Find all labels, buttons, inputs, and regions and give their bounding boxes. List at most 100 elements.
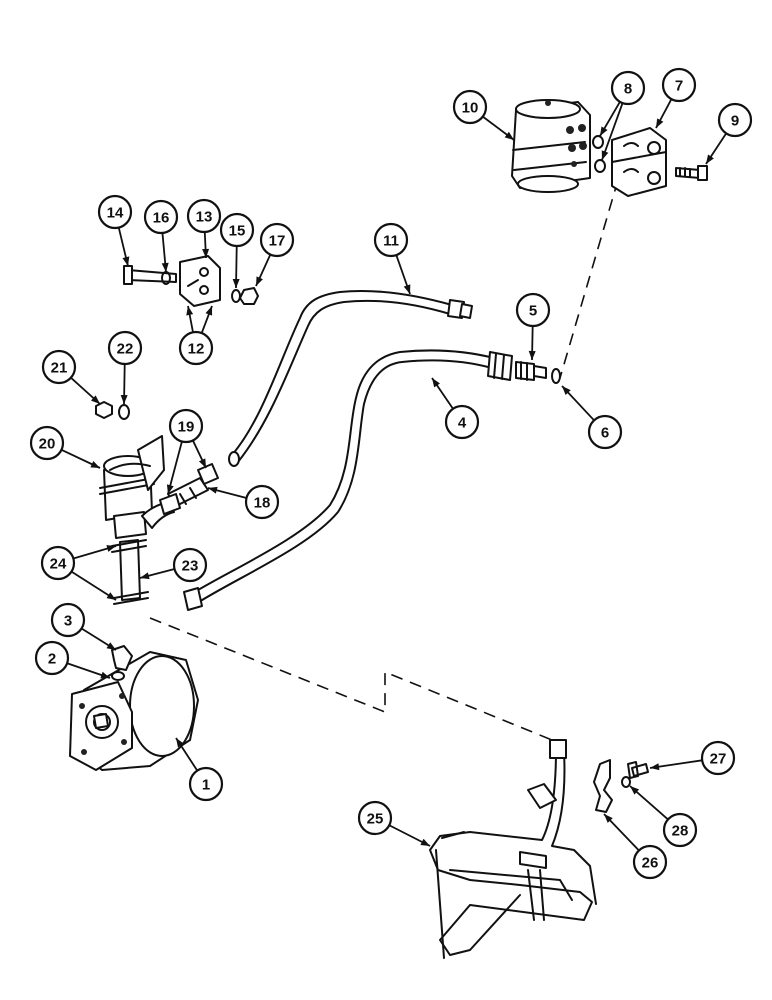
leader-arrow-24 bbox=[106, 592, 116, 600]
washer-22 bbox=[118, 404, 130, 420]
callout-24: 24 bbox=[40, 545, 76, 581]
leader-arrow-7 bbox=[656, 118, 664, 128]
callout-number: 24 bbox=[50, 556, 67, 573]
callout-number: 9 bbox=[731, 113, 739, 130]
callout-circle bbox=[610, 70, 646, 106]
leader-arrow-10 bbox=[504, 131, 514, 140]
leader-arrow-25 bbox=[420, 838, 430, 846]
leader-arrow-18 bbox=[208, 486, 218, 494]
callout-number: 2 bbox=[48, 651, 56, 668]
bolt-9 bbox=[675, 165, 708, 181]
o-rings bbox=[592, 135, 606, 173]
leader-arrow-16 bbox=[161, 262, 169, 272]
leader-arrow-4 bbox=[432, 378, 440, 388]
callout-5: 5 bbox=[515, 292, 551, 328]
callout-circle bbox=[244, 484, 280, 520]
washer-28 bbox=[621, 776, 631, 788]
callout-28: 28 bbox=[662, 812, 698, 848]
callout-22: 22 bbox=[107, 330, 143, 366]
dashed-routing-lines bbox=[149, 179, 619, 741]
callout-circle bbox=[34, 640, 70, 676]
callout-number: 13 bbox=[196, 209, 213, 226]
callout-number: 26 bbox=[642, 855, 659, 872]
leader-lines bbox=[61, 98, 727, 852]
callout-circle bbox=[587, 414, 623, 450]
callout-number: 4 bbox=[458, 415, 467, 432]
callout-circle bbox=[373, 222, 409, 258]
callout-circle bbox=[515, 292, 551, 328]
callout-18: 18 bbox=[244, 484, 280, 520]
cooler-tube-assembly bbox=[429, 739, 597, 959]
callout-17: 17 bbox=[259, 222, 295, 258]
hydraulic-pump bbox=[69, 651, 199, 771]
callout-circle bbox=[29, 425, 65, 461]
o-ring-6 bbox=[551, 368, 561, 384]
leader-arrow-9 bbox=[706, 154, 714, 164]
callout-9: 9 bbox=[717, 102, 753, 138]
leader-line-8 bbox=[601, 102, 624, 161]
tube-clamp-assembly bbox=[123, 255, 259, 307]
callout-circle bbox=[97, 194, 133, 230]
callout-circle bbox=[700, 740, 736, 776]
callout-number: 7 bbox=[675, 78, 683, 95]
leader-arrow-20 bbox=[90, 460, 100, 468]
suction-hose bbox=[111, 539, 149, 605]
callout-circle bbox=[168, 408, 204, 444]
callout-number: 12 bbox=[188, 341, 205, 358]
callout-circle bbox=[632, 844, 668, 880]
leader-arrow-19 bbox=[198, 458, 206, 468]
callout-number: 25 bbox=[367, 811, 384, 828]
adapter-block bbox=[611, 127, 667, 197]
callout-25: 25 bbox=[357, 800, 393, 836]
callout-13: 13 bbox=[186, 198, 222, 234]
callout-circle bbox=[219, 212, 255, 248]
callout-circle bbox=[357, 800, 393, 836]
bracket-26 bbox=[593, 759, 613, 813]
callout-16: 16 bbox=[143, 199, 179, 235]
callout-11: 11 bbox=[373, 222, 409, 258]
callout-10: 10 bbox=[452, 89, 488, 125]
callout-circle bbox=[186, 198, 222, 234]
callout-labels: 1234567891011121314151617181920212223242… bbox=[29, 67, 753, 880]
leader-arrow-8 bbox=[600, 126, 608, 136]
leader-arrow-17 bbox=[256, 276, 263, 286]
leader-arrow-21 bbox=[90, 395, 100, 404]
callout-number: 6 bbox=[601, 425, 609, 442]
callout-number: 21 bbox=[51, 360, 68, 377]
callout-circle bbox=[452, 89, 488, 125]
callout-number: 17 bbox=[269, 233, 286, 250]
nut-21 bbox=[95, 401, 113, 419]
callout-circle bbox=[717, 102, 753, 138]
leader-arrow-8 bbox=[601, 150, 609, 160]
elbow-fitting-3 bbox=[111, 645, 133, 671]
callout-3: 3 bbox=[50, 602, 86, 638]
callout-number: 19 bbox=[178, 419, 195, 436]
leader-arrow-19 bbox=[166, 484, 174, 494]
callout-circle bbox=[188, 766, 224, 802]
callout-8: 8 bbox=[610, 70, 646, 106]
leader-arrow-26 bbox=[604, 814, 613, 823]
callout-number: 15 bbox=[229, 223, 246, 240]
callout-circle bbox=[172, 547, 208, 583]
callout-circle bbox=[259, 222, 295, 258]
callout-circle bbox=[107, 330, 143, 366]
callout-27: 27 bbox=[700, 740, 736, 776]
callout-circle bbox=[143, 199, 179, 235]
bolt-27 bbox=[627, 761, 649, 779]
callout-21: 21 bbox=[41, 349, 77, 385]
hose-and-elbows bbox=[141, 463, 219, 529]
callout-number: 18 bbox=[254, 495, 271, 512]
callout-number: 28 bbox=[672, 823, 689, 840]
callout-14: 14 bbox=[97, 194, 133, 230]
callout-circle bbox=[40, 545, 76, 581]
callout-number: 10 bbox=[462, 100, 479, 117]
callout-circle bbox=[661, 67, 697, 103]
leader-arrow-27 bbox=[650, 763, 660, 771]
leader-line-19 bbox=[167, 441, 183, 495]
adapter-fitting bbox=[515, 361, 547, 381]
leader-arrow-1 bbox=[176, 738, 184, 748]
callout-number: 8 bbox=[624, 81, 632, 98]
callout-circle bbox=[662, 812, 698, 848]
callout-circle bbox=[41, 349, 77, 385]
